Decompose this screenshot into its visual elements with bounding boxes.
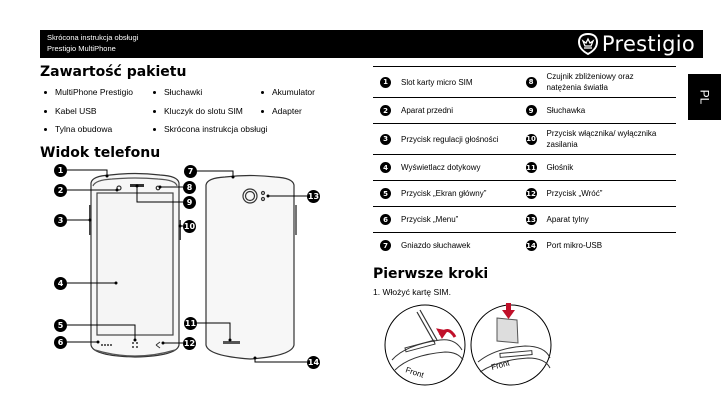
package-item: Słuchawki <box>153 87 202 97</box>
callout-9: 9 <box>183 196 196 209</box>
table-row: 6 Przycisk „Menu” 13 Aparat tylny <box>373 206 676 232</box>
crown-shield-icon <box>577 33 598 55</box>
part-number: 7 <box>380 240 391 251</box>
callout-2: 2 <box>54 184 67 197</box>
step-1-text: 1. Włożyć kartę SIM. <box>373 287 451 297</box>
part-number: 13 <box>525 214 537 225</box>
part-number: 4 <box>380 162 391 173</box>
bullet-icon <box>44 127 47 131</box>
table-row: 5 Przycisk „Ekran główny” 12 Przycisk „Wró… <box>373 180 676 206</box>
package-item: Skrócona instrukcja obsługi <box>153 124 267 134</box>
brand-logo: Prestigio <box>577 32 695 56</box>
brand-name: Prestigio <box>601 32 695 56</box>
part-number: 12 <box>525 188 537 199</box>
language-tab: PL <box>688 74 721 120</box>
part-label: Gniazdo słuchawek <box>401 241 471 250</box>
phone-view-title: Widok telefonu <box>40 145 161 161</box>
part-number: 14 <box>525 240 537 251</box>
callout-5: 5 <box>54 319 67 332</box>
part-number: 1 <box>380 76 391 88</box>
package-item: Adapter <box>261 106 302 116</box>
callout-8: 8 <box>183 181 196 194</box>
part-label: Wyświetlacz dotykowy <box>401 163 481 172</box>
table-row: 1 Slot karty micro SIM 8 Czujnik zbliżenio… <box>373 66 676 97</box>
part-number: 8 <box>525 76 537 88</box>
package-item: Akumulator <box>261 87 315 97</box>
part-label: Przycisk „Wróć” <box>546 189 603 198</box>
part-label: Slot karty micro SIM <box>401 77 473 87</box>
table-row: 7 Gniazdo słuchawek 14 Port mikro-USB <box>373 232 676 258</box>
callout-leaders <box>67 169 307 363</box>
bullet-icon <box>153 127 156 131</box>
front-label-1: Front <box>404 365 425 380</box>
bullet-icon <box>44 109 47 113</box>
front-label-2: Front <box>490 358 511 372</box>
callout-6: 6 <box>54 336 67 349</box>
sim-illustration-1 <box>384 304 466 386</box>
part-label: Przycisk regulacji głośności <box>401 134 499 144</box>
callout-4: 4 <box>54 277 67 290</box>
bullet-icon <box>153 90 156 94</box>
header-subtitle: Skrócona instrukcja obsługi <box>47 33 139 42</box>
part-label: Przycisk „Ekran główny” <box>401 189 487 198</box>
callout-dots <box>88 174 270 360</box>
callout-3: 3 <box>54 214 67 227</box>
part-label: Słuchawka <box>546 106 586 115</box>
callout-7: 7 <box>184 165 197 178</box>
callout-11: 11 <box>184 317 197 330</box>
sim-illustration-2 <box>470 303 552 386</box>
part-number: 6 <box>380 214 391 225</box>
part-number: 3 <box>380 133 391 145</box>
callout-10: 10 <box>183 220 196 233</box>
bullet-icon <box>261 90 264 94</box>
part-label: Aparat tylny <box>546 215 589 224</box>
bullet-icon <box>153 109 156 113</box>
header-band: Skrócona instrukcja obsługi Prestigio Mu… <box>40 30 703 58</box>
part-label: Czujnik zbliżeniowy oraz natężenia świat… <box>546 72 634 92</box>
part-label: Przycisk włącznika/ wyłącznika zasilania <box>546 129 657 149</box>
bullet-icon <box>44 90 47 94</box>
part-number: 9 <box>525 105 537 116</box>
package-item: Kabel USB <box>44 106 97 116</box>
table-row: 2 Aparat przedni 9 Słuchawka <box>373 97 676 123</box>
first-steps-title: Pierwsze kroki <box>373 266 489 282</box>
callout-14: 14 <box>307 356 320 369</box>
part-label: Przycisk „Menu” <box>401 215 459 224</box>
table-row: 4 Wyświetlacz dotykowy 11 Głośnik <box>373 154 676 180</box>
package-title: Zawartość pakietu <box>40 64 187 80</box>
part-label: Głośnik <box>546 163 574 172</box>
table-row: 3 Przycisk regulacji głośności 10 Przycisk… <box>373 123 676 154</box>
part-number: 5 <box>380 188 391 199</box>
part-label: Aparat przedni <box>401 106 454 115</box>
part-number: 11 <box>525 162 537 173</box>
phone-back <box>205 174 297 360</box>
callout-13: 13 <box>307 190 320 203</box>
part-label: Port mikro-USB <box>546 241 603 250</box>
parts-table: 1 Slot karty micro SIM 8 Czujnik zbliżenio… <box>373 66 676 258</box>
header-product-name: Prestigio MultiPhone <box>47 44 116 53</box>
front-buttons <box>101 341 161 349</box>
bullet-icon <box>261 109 264 113</box>
callout-12: 12 <box>183 337 196 350</box>
phone-front <box>89 172 181 358</box>
package-item: Tylna obudowa <box>44 124 112 134</box>
package-item: Kluczyk do slotu SIM <box>153 106 243 116</box>
callout-1: 1 <box>54 164 67 177</box>
part-number: 10 <box>525 133 537 145</box>
package-item: MultiPhone Prestigio <box>44 87 133 97</box>
part-number: 2 <box>380 105 391 116</box>
